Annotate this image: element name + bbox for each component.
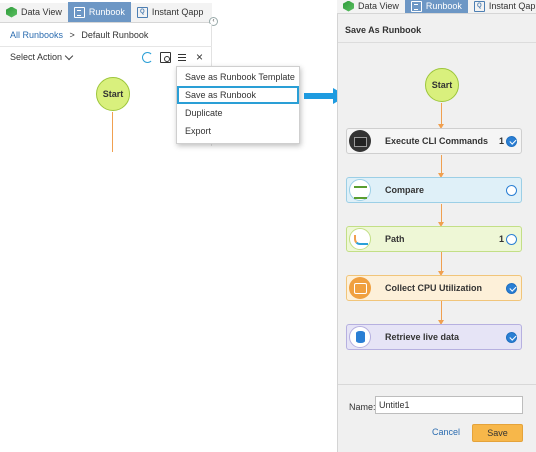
node-checkbox[interactable]	[506, 233, 517, 245]
runbook-icon	[410, 0, 422, 12]
menu-item-duplicate[interactable]: Duplicate	[185, 108, 223, 118]
flow-connector	[441, 252, 442, 273]
name-label: Name:	[349, 402, 376, 412]
data-view-icon	[343, 0, 354, 12]
flow-connector	[441, 103, 442, 125]
node-compare[interactable]: Compare	[346, 177, 522, 203]
runbook-icon	[73, 6, 85, 18]
save-button[interactable]: Save	[472, 424, 523, 442]
breadcrumb-current: Default Runbook	[81, 30, 149, 40]
node-checkbox[interactable]	[506, 135, 517, 147]
node-count: 1	[498, 136, 504, 146]
tab-runbook[interactable]: Runbook	[404, 0, 468, 13]
tab-data-view[interactable]: Data View	[337, 0, 405, 13]
menu-item-export[interactable]: Export	[185, 126, 212, 136]
database-icon	[349, 326, 371, 348]
breadcrumb: All Runbooks > Default Runbook	[10, 30, 148, 40]
flow-connector	[441, 155, 442, 175]
select-action-dropdown[interactable]: Select Action	[10, 51, 74, 62]
flow-connector	[112, 112, 113, 152]
panel-collapse-icon[interactable]: ‹	[209, 17, 218, 26]
compare-icon	[349, 179, 371, 201]
node-execute-cli-commands[interactable]: Execute CLI Commands 1	[346, 128, 522, 154]
tab-data-view[interactable]: Data View	[0, 2, 68, 22]
node-checkbox[interactable]	[506, 282, 517, 294]
flow-arrow	[438, 222, 444, 227]
tab-instant-qapp[interactable]: Q Instant Qapp	[468, 0, 536, 13]
menu-item-save-as-runbook[interactable]: Save as Runbook	[177, 86, 299, 104]
node-retrieve-live-data[interactable]: Retrieve live data	[346, 324, 522, 350]
tab-runbook[interactable]: Runbook	[67, 2, 131, 22]
runbook-menu: Save as Runbook Template Save as Runbook…	[176, 66, 300, 144]
qapp-icon: Q	[473, 0, 485, 12]
fit-view-icon[interactable]	[160, 52, 171, 63]
cancel-button[interactable]: Cancel	[432, 427, 461, 437]
start-node[interactable]: Start	[425, 68, 459, 102]
breadcrumb-all-runbooks[interactable]: All Runbooks	[10, 30, 64, 40]
menu-icon[interactable]	[177, 52, 188, 63]
node-checkbox[interactable]	[506, 184, 517, 196]
cli-icon	[349, 130, 371, 152]
flow-arrow	[438, 173, 444, 178]
cpu-icon	[349, 277, 371, 299]
chevron-down-icon	[64, 51, 74, 60]
menu-item-save-as-template[interactable]: Save as Runbook Template	[185, 72, 295, 82]
runbook-name-input[interactable]	[375, 396, 523, 414]
flow-arrow	[438, 320, 444, 325]
save-as-runbook-panel: Save As Runbook Start Execute CLI Comman…	[337, 14, 536, 452]
node-count: 1	[498, 234, 504, 244]
breadcrumb-separator: >	[69, 30, 75, 40]
data-view-icon	[6, 6, 17, 18]
qapp-icon: Q	[136, 6, 148, 18]
refresh-icon[interactable]	[142, 52, 153, 63]
divider	[338, 384, 536, 385]
divider	[0, 46, 212, 47]
path-icon	[349, 228, 371, 250]
flow-connector	[441, 204, 442, 224]
node-collect-cpu-utilization[interactable]: Collect CPU Utilization	[346, 275, 522, 301]
close-icon[interactable]: ×	[195, 50, 203, 64]
flow-arrow	[438, 271, 444, 276]
start-node[interactable]: Start	[96, 77, 130, 111]
tab-instant-qapp[interactable]: Q Instant Qapp	[131, 2, 210, 22]
node-path[interactable]: Path 1	[346, 226, 522, 252]
flow-connector	[441, 301, 442, 322]
flow-arrow	[438, 124, 444, 129]
divider	[338, 42, 536, 43]
node-checkbox[interactable]	[506, 331, 517, 343]
right-tab-bar: Data View Runbook Q Instant Qapp	[337, 0, 536, 14]
left-tab-bar: Data View Runbook Q Instant Qapp	[0, 2, 212, 23]
panel-title: Save As Runbook	[345, 25, 422, 35]
